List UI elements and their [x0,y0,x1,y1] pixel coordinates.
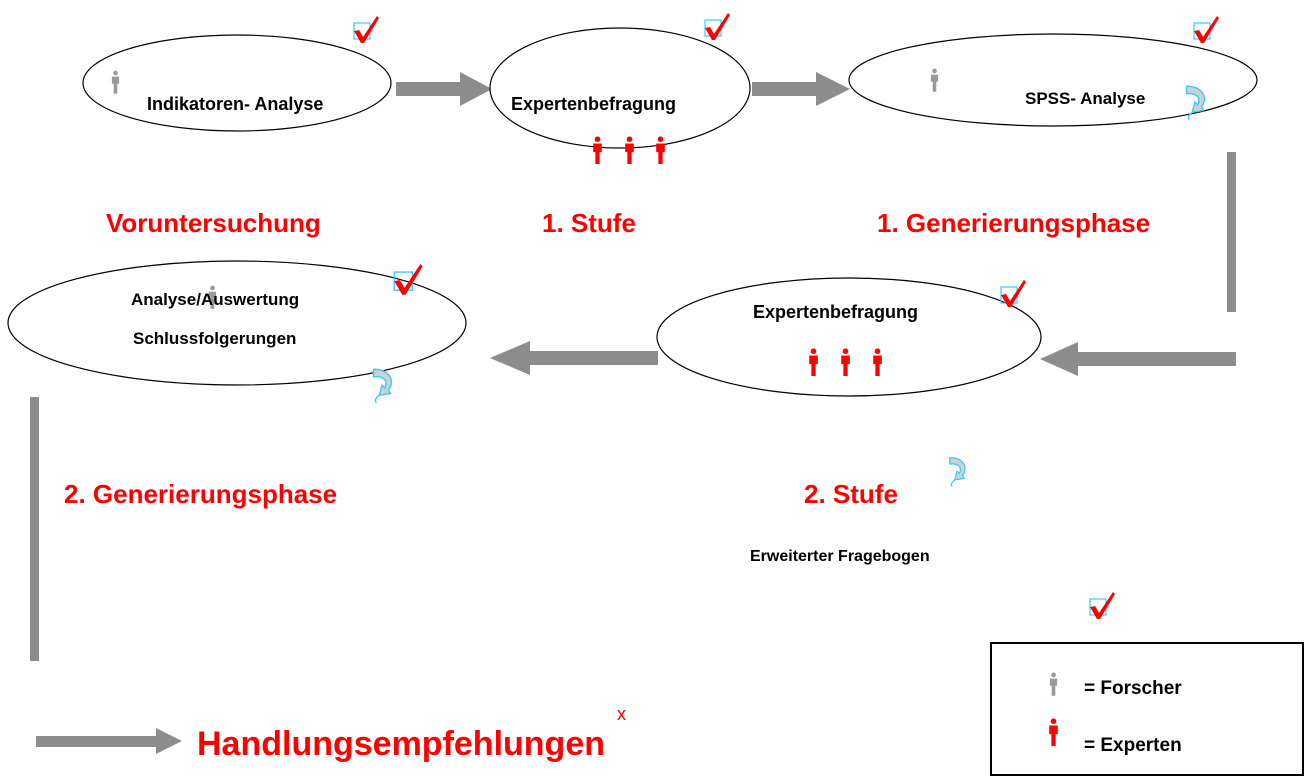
node-label: Expertenbefragung [511,94,676,114]
node-label: Expertenbefragung [753,302,918,322]
phase-stufe-2: 2. Stufe [804,479,898,509]
checkmark-icon [704,12,731,41]
fragebogen-label: Erweiterter Fragebogen [750,548,930,565]
checkmark-icon [353,15,380,44]
arrow-icon [36,728,182,754]
connector-line [30,397,39,661]
connector-line [1227,152,1236,312]
result-label: Handlungsempfehlungen [197,725,605,763]
node-label-line1: Analyse/Auswertung [131,290,299,309]
node-indikatoren-analyse: Indikatoren- Analyse [82,15,392,132]
node-label: Indikatoren- Analyse [147,94,323,114]
arrow-icon [1040,342,1236,376]
legend-experten: = Experten [1084,735,1182,756]
phase-stufe-1: 1. Stufe [542,208,636,238]
loop-arrow-icon [372,368,393,404]
phase-voruntersuchung: Voruntersuchung [106,208,321,238]
legend-forscher: = Forscher [1084,678,1182,699]
phase-generierung-2: 2. Generierungsphase [64,479,337,509]
checkmark-icon [1000,279,1027,308]
node-analyse-auswertung: Analyse/Auswertung Schlussfolgerungen [7,260,467,404]
arrow-icon [490,341,658,375]
node-label: SPSS- Analyse [1025,89,1145,108]
phase-generierung-1: 1. Generierungsphase [877,208,1150,238]
legend: = Forscher = Experten [990,642,1304,776]
node-expertenbefragung-1: Expertenbefragung [489,12,751,164]
loop-arrow-icon [948,456,966,488]
result-mark: x [617,704,626,724]
node-expertenbefragung-2: Expertenbefragung [656,277,1042,397]
arrow-icon [752,72,850,106]
checkmark-icon [1089,591,1116,620]
node-label-line2: Schlussfolgerungen [133,329,296,348]
checkmark-icon [1193,15,1220,44]
node-spss-analyse: SPSS- Analyse [848,15,1258,127]
arrow-icon [396,72,492,106]
